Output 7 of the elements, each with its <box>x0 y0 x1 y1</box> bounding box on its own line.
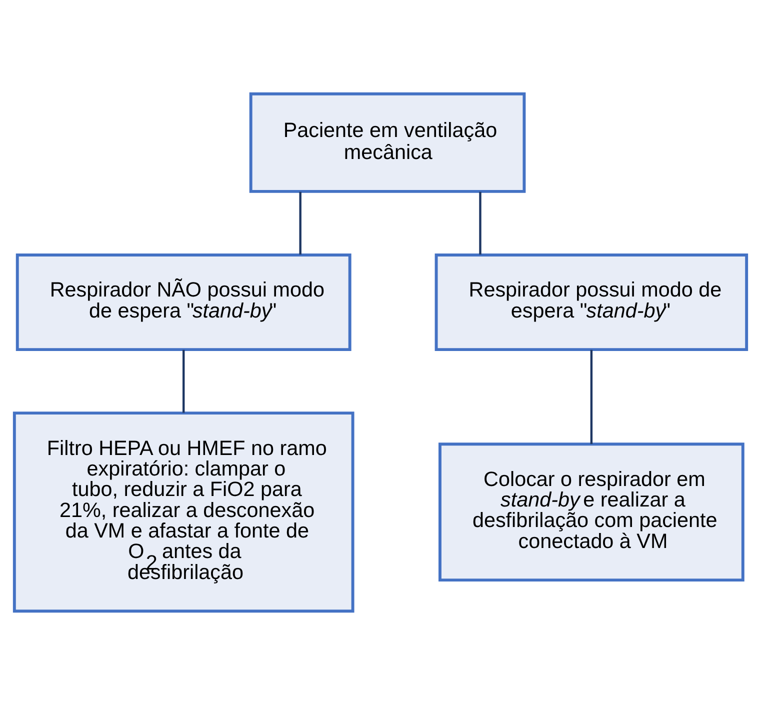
connector <box>479 191 482 254</box>
connector <box>182 349 185 412</box>
node-box: Respirador possui modo de espera "stand-by" <box>434 253 748 351</box>
connector <box>590 349 593 444</box>
node-box: Colocar o respirador em stand-by e realizar a desfibrilação com paciente conectado à VM <box>438 442 744 582</box>
node-box: Paciente em ventilação mecânica <box>249 92 526 192</box>
connector <box>299 191 302 254</box>
